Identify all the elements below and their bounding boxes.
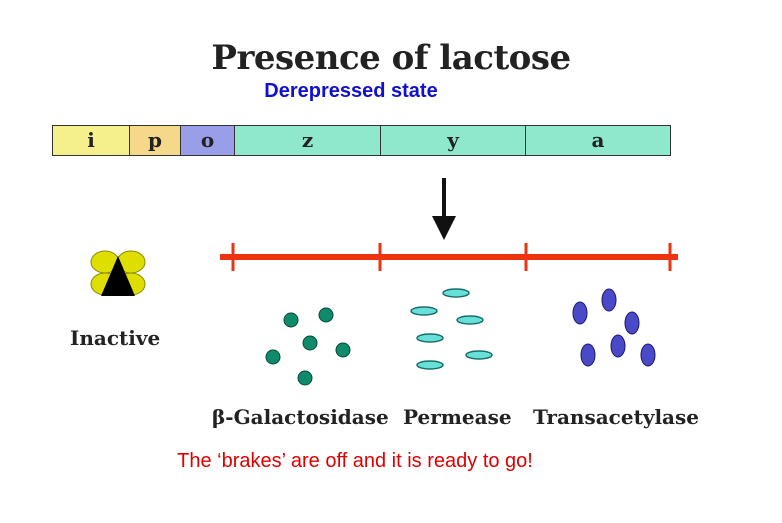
product-label-transacetylase: Transacetylase (533, 405, 699, 429)
beta-galactosidase-molecules (265, 307, 351, 386)
product-label-beta-galactosidase: β-Galactosidase (212, 405, 389, 429)
transacetylase-molecules (572, 288, 656, 367)
permease-molecules (410, 288, 493, 370)
repressor-label: Inactive (70, 326, 161, 350)
gene-o: o (180, 125, 235, 156)
product-label-permease: Permease (403, 405, 512, 429)
transcription-arrow (432, 178, 456, 240)
diagram-subtitle: Derepressed state (264, 80, 438, 102)
diagram-title: Presence of lactose (211, 38, 571, 78)
mrna-strand (220, 243, 678, 271)
gene-i: i (52, 125, 130, 156)
gene-a: a (525, 125, 671, 156)
gene-z: z (234, 125, 381, 156)
caption: The ‘brakes’ are off and it is ready to … (177, 450, 533, 472)
gene-y: y (380, 125, 526, 156)
inactive-repressor-icon (90, 250, 146, 296)
